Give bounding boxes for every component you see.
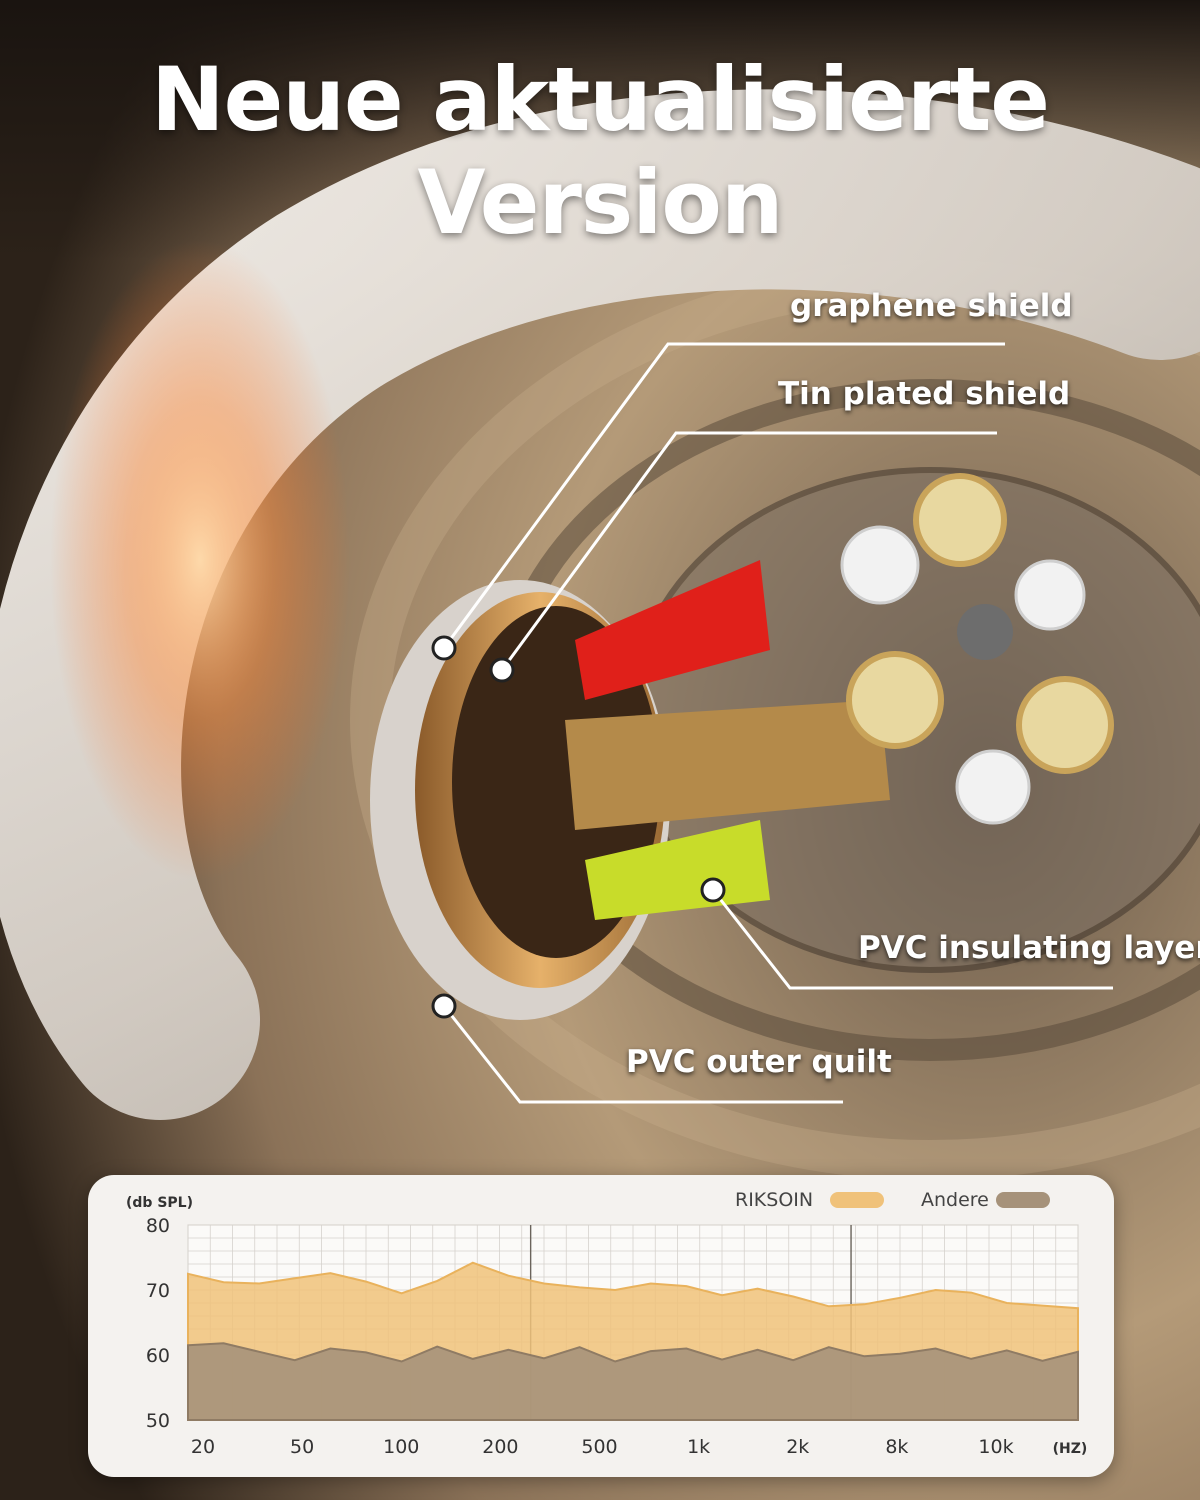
y-tick-label: 80 [146, 1215, 170, 1237]
legend-label-riksoin: RIKSOIN [735, 1189, 813, 1211]
legend-swatch-andere [996, 1192, 1050, 1208]
x-tick-label: 50 [290, 1436, 314, 1458]
leader-lines [442, 342, 1113, 1104]
callout-tin-plated-shield: Tin plated shield [778, 376, 1071, 412]
y-tick-label: 50 [146, 1410, 170, 1432]
frequency-response-panel: (db SPL) 80 70 60 50 20 50 100 200 500 1k 2k 8k 10k (H… [88, 1175, 1114, 1477]
x-tick-label: 1k [687, 1436, 710, 1458]
y-axis-label: (db SPL) [126, 1195, 193, 1211]
light-glow [50, 240, 350, 880]
x-tick-label: 2k [786, 1436, 809, 1458]
cable-loop [0, 89, 1200, 1120]
series-area-andere [187, 1342, 1079, 1421]
legend-swatch-riksoin [830, 1192, 884, 1208]
x-tick-label: 200 [482, 1436, 518, 1458]
x-axis-label: (HZ) [1053, 1441, 1088, 1457]
x-tick-label: 10k [978, 1436, 1013, 1458]
wire-cores [565, 473, 1114, 920]
leader-dots [431, 635, 726, 1019]
frequency-response-chart: (db SPL) 80 70 60 50 20 50 100 200 500 1k 2k 8k 10k (H… [126, 1189, 1088, 1458]
y-tick-label: 60 [146, 1345, 170, 1367]
callout-pvc-outer-quilt: PVC outer quilt [626, 1044, 892, 1080]
callout-graphene-shield: graphene shield [790, 288, 1073, 324]
legend-label-andere: Andere [921, 1189, 989, 1211]
headline: Neue aktualisierte Version [150, 48, 1050, 254]
x-tick-label: 20 [191, 1436, 215, 1458]
x-tick-label: 500 [581, 1436, 617, 1458]
callout-pvc-insulating-layer: PVC insulating layer [858, 930, 1200, 966]
y-tick-label: 70 [146, 1280, 170, 1302]
x-tick-label: 100 [383, 1436, 419, 1458]
x-tick-label: 8k [885, 1436, 908, 1458]
